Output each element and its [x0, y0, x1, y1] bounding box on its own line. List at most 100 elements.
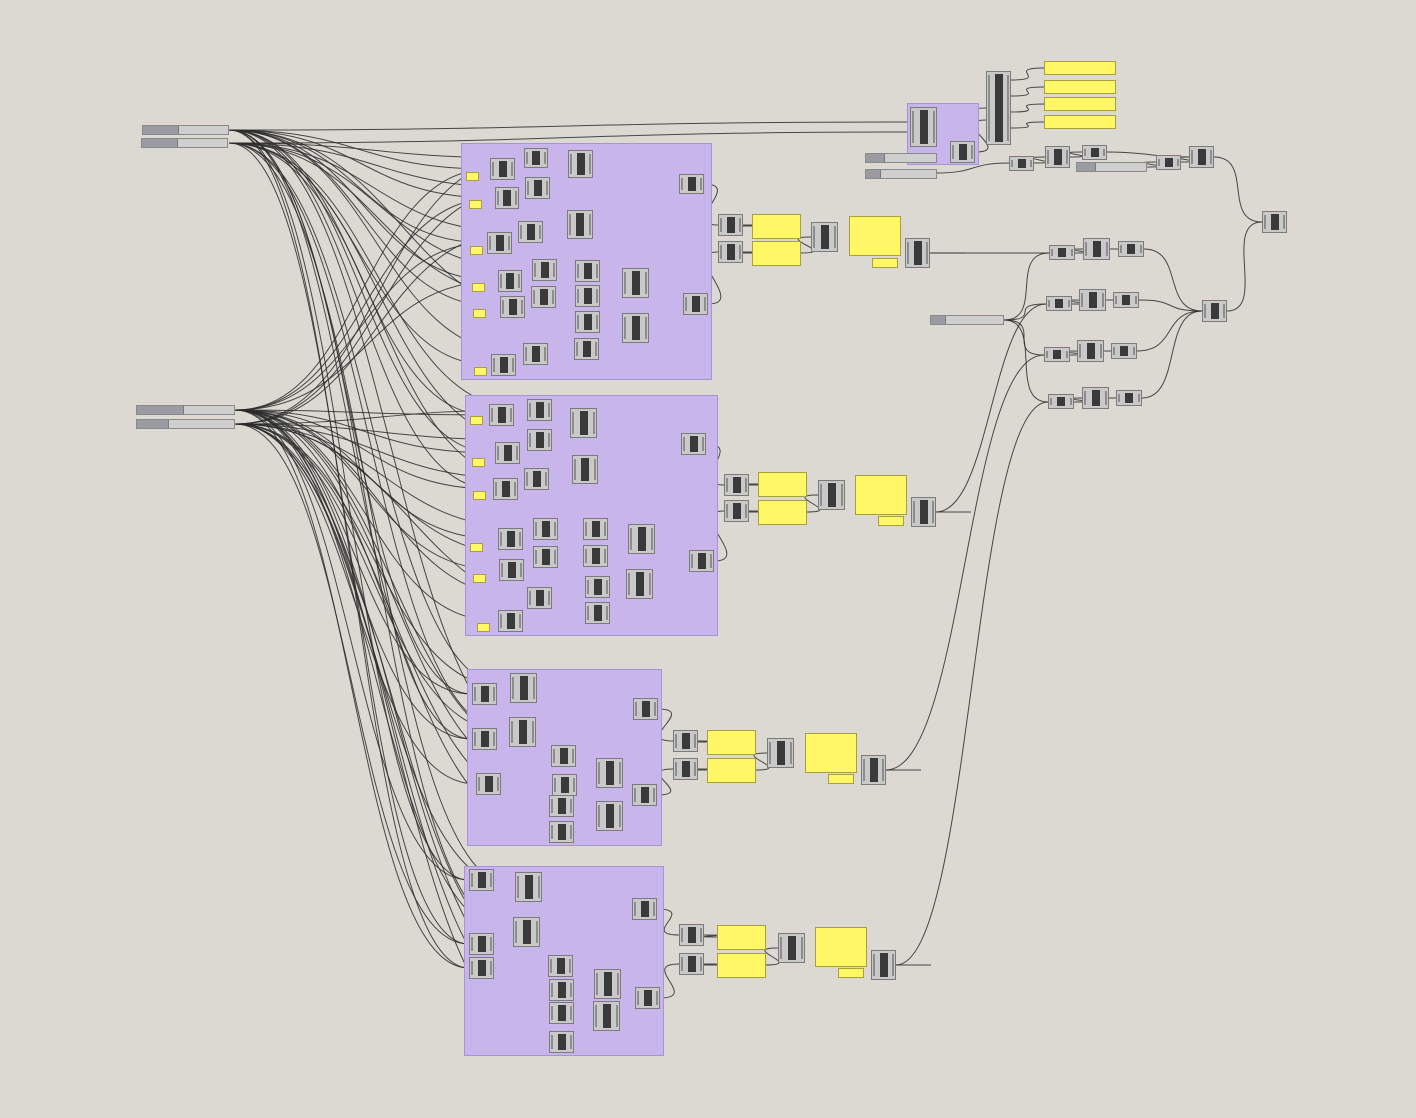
input-grip[interactable]: [634, 902, 636, 916]
input-grip[interactable]: [529, 403, 531, 417]
output-grip[interactable]: [490, 961, 492, 975]
input-grip[interactable]: [497, 446, 499, 460]
merge-right-component[interactable]: [1202, 300, 1227, 322]
input-grip[interactable]: [681, 957, 683, 971]
output-grip[interactable]: [892, 954, 894, 976]
input-grip[interactable]: [683, 437, 685, 451]
row1-out-component[interactable]: [1118, 241, 1144, 257]
group2-component-6[interactable]: [572, 455, 598, 484]
group1-component-7[interactable]: [487, 232, 512, 254]
group3-component-5[interactable]: [633, 698, 658, 720]
number-slider-a2[interactable]: [141, 138, 228, 148]
output-grip[interactable]: [617, 973, 619, 995]
number-slider-c4[interactable]: [930, 315, 1004, 325]
input-grip[interactable]: [1048, 300, 1050, 307]
output-grip[interactable]: [536, 921, 538, 943]
input-grip[interactable]: [685, 297, 687, 311]
output-grip[interactable]: [596, 315, 598, 329]
top-component-e[interactable]: [1082, 145, 1107, 160]
wire[interactable]: [1068, 151, 1084, 158]
output-grip[interactable]: [515, 191, 517, 205]
input-grip[interactable]: [576, 342, 578, 356]
wire[interactable]: [234, 197, 496, 411]
input-grip[interactable]: [1084, 149, 1086, 156]
output-grip[interactable]: [1106, 242, 1108, 256]
group2-component-21[interactable]: [585, 602, 610, 624]
output-grip[interactable]: [700, 928, 702, 942]
chain1-result-panel[interactable]: [849, 216, 901, 256]
input-grip[interactable]: [587, 580, 589, 594]
input-grip[interactable]: [630, 528, 632, 550]
input-grip[interactable]: [1113, 347, 1115, 355]
group1-component-19[interactable]: [622, 313, 649, 343]
top-component-g[interactable]: [1189, 146, 1214, 168]
output-grip[interactable]: [606, 606, 608, 620]
group1-component-18[interactable]: [575, 311, 600, 333]
group2-toggle-panel-6[interactable]: [477, 623, 490, 632]
output-grip[interactable]: [971, 145, 973, 159]
input-grip[interactable]: [500, 532, 502, 546]
input-grip[interactable]: [493, 358, 495, 372]
wire[interactable]: [234, 409, 473, 695]
output-grip[interactable]: [654, 702, 656, 716]
number-slider-c1[interactable]: [865, 153, 937, 163]
input-grip[interactable]: [863, 759, 865, 781]
output-grip[interactable]: [573, 778, 575, 792]
wire[interactable]: [1226, 221, 1263, 312]
input-grip[interactable]: [535, 550, 537, 564]
group4-component-2[interactable]: [515, 872, 542, 902]
output-grip[interactable]: [548, 591, 550, 605]
wire[interactable]: [234, 423, 477, 785]
output-grip[interactable]: [570, 1035, 572, 1049]
input-grip[interactable]: [780, 937, 782, 959]
output-grip[interactable]: [554, 550, 556, 564]
input-grip[interactable]: [681, 178, 683, 190]
group1-component-1[interactable]: [490, 158, 515, 180]
input-grip[interactable]: [525, 347, 527, 361]
wire[interactable]: [1136, 310, 1203, 352]
chain4-small-panel[interactable]: [838, 968, 864, 978]
input-grip[interactable]: [595, 1005, 597, 1027]
output-grip[interactable]: [595, 342, 597, 356]
wire[interactable]: [1010, 121, 1045, 129]
input-grip[interactable]: [551, 1006, 553, 1020]
input-grip[interactable]: [529, 433, 531, 447]
chain1-component-b[interactable]: [718, 241, 743, 263]
output-grip[interactable]: [532, 721, 534, 743]
input-grip[interactable]: [529, 591, 531, 605]
group4-component-3[interactable]: [513, 917, 540, 947]
number-slider-c3[interactable]: [1076, 162, 1147, 172]
group2-component-22[interactable]: [498, 610, 523, 632]
output-grip[interactable]: [589, 154, 591, 174]
group1-component-8[interactable]: [518, 221, 543, 243]
group2-component-10[interactable]: [498, 528, 523, 550]
input-grip[interactable]: [675, 762, 677, 776]
wire[interactable]: [234, 409, 470, 969]
slider-handle[interactable]: [143, 126, 179, 134]
slider-handle[interactable]: [866, 154, 885, 162]
row2-mid-component[interactable]: [1079, 289, 1106, 311]
group4-component-12[interactable]: [635, 987, 660, 1009]
wire[interactable]: [885, 354, 1045, 771]
input-grip[interactable]: [1191, 150, 1193, 164]
output-grip[interactable]: [594, 459, 596, 480]
row2-out-component[interactable]: [1113, 292, 1139, 308]
output-grip[interactable]: [1102, 293, 1104, 307]
wire[interactable]: [228, 129, 501, 308]
group1-component-6[interactable]: [567, 210, 593, 239]
group3-component-12[interactable]: [632, 784, 657, 806]
input-grip[interactable]: [471, 961, 473, 975]
row4-input-component[interactable]: [1048, 394, 1074, 409]
input-grip[interactable]: [495, 482, 497, 496]
output-grip[interactable]: [1177, 159, 1179, 166]
chain2-component-b[interactable]: [724, 500, 749, 522]
output-grip[interactable]: [619, 762, 621, 784]
wire[interactable]: [234, 409, 499, 622]
chain4-component-a[interactable]: [679, 924, 704, 946]
wire[interactable]: [1141, 310, 1203, 399]
input-grip[interactable]: [512, 677, 514, 699]
group2-component-2[interactable]: [527, 399, 552, 421]
chain1-output-component[interactable]: [905, 238, 930, 268]
input-grip[interactable]: [1047, 150, 1049, 164]
input-grip[interactable]: [550, 959, 552, 973]
